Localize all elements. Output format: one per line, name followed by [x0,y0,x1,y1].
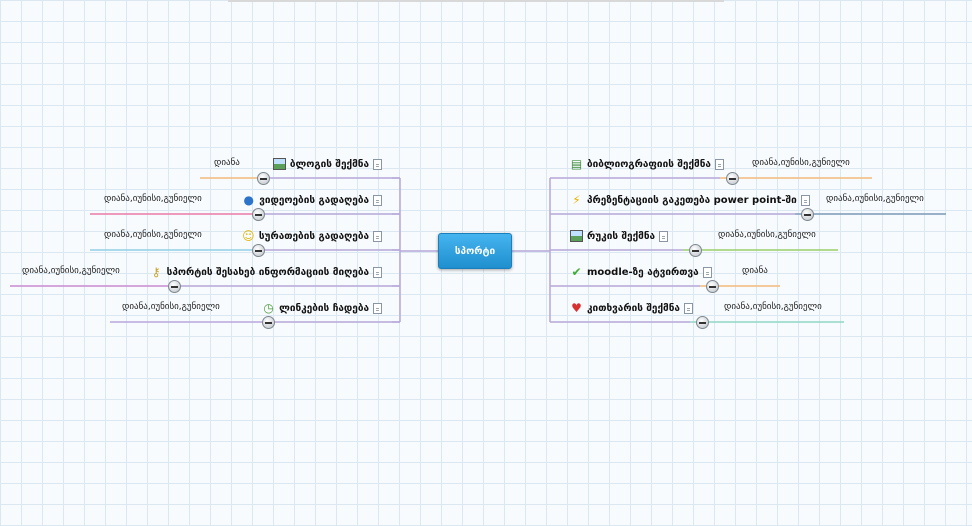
topic-label: ბიბლიოგრაფიის შექმნა [587,158,711,170]
subtopic-left-5[interactable]: დიანა,იუნისი,გუნიელი [122,302,220,312]
minus-icon [692,249,699,252]
book-icon: ▤ [570,157,583,171]
topic-right-3[interactable]: რუკის შექმნა [570,227,669,245]
subtopic-left-4[interactable]: დიანა,იუნისი,გუნიელი [22,266,120,276]
topic-label: კითხვარის შექმნა [587,302,680,314]
minus-icon [804,213,811,216]
collapse-toggle-right-4[interactable] [706,280,719,293]
alarm-clock-icon: ◷ [263,301,274,315]
note-icon[interactable] [373,158,382,170]
topic-label: სპორტის შესახებ ინფორმაციის მიღება [166,266,369,278]
minus-icon [255,213,262,216]
topic-label: პრეზენტაციის გაკეთება power point-ში [587,194,797,206]
key-icon: ⚷ [151,265,161,279]
collapse-toggle-left-5[interactable] [262,316,275,329]
minus-icon [260,177,267,180]
topic-label: რუკის შექმნა [587,230,656,242]
minus-icon [729,177,736,180]
subtopic-right-5[interactable]: დიანა,იუნისი,გუნიელი [724,302,822,312]
topic-left-2[interactable]: ● ვიდეოების გადაღება [242,191,382,209]
collapse-toggle-left-4[interactable] [168,280,181,293]
topic-label: moodle-ზე ატვირთვა [587,266,699,278]
collapse-toggle-right-5[interactable] [696,316,709,329]
top-bar [228,0,724,2]
note-icon[interactable] [373,230,382,242]
topic-left-5[interactable]: ◷ ლინკების ჩადება [262,299,382,317]
topic-label: ლინკების ჩადება [279,302,369,314]
topic-label: ბლოგის შექმნა [289,158,369,170]
note-icon[interactable] [800,194,810,206]
topic-right-4[interactable]: ✔ moodle-ზე ატვირთვა [570,263,712,281]
topic-right-1[interactable]: ▤ ბიბლიოგრაფიის შექმნა [570,155,724,173]
photo-thumbs-up-icon [570,230,583,242]
minus-icon [709,285,716,288]
note-icon[interactable] [659,230,669,242]
collapse-toggle-right-2[interactable] [801,208,814,221]
central-topic[interactable]: სპორტი [438,233,512,269]
topic-left-4[interactable]: ⚷ სპორტის შესახებ ინფორმაციის მიღება [150,263,382,281]
topic-label: სურათების გადაღება [258,230,369,242]
note-icon[interactable] [373,302,382,314]
collapse-toggle-left-3[interactable] [252,244,265,257]
speech-bubble-icon: ● [243,193,254,207]
subtopic-right-1[interactable]: დიანა,იუნისი,გუნიელი [752,158,850,168]
collapse-toggle-right-1[interactable] [726,172,739,185]
collapse-toggle-left-2[interactable] [252,208,265,221]
subtopic-left-3[interactable]: დიანა,იუნისი,გუნიელი [104,230,202,240]
note-icon[interactable] [683,302,693,314]
note-icon[interactable] [373,266,382,278]
minus-icon [699,321,706,324]
topic-left-1[interactable]: ბლოგის შექმნა [272,155,382,173]
smiley-icon: ☺ [242,229,255,243]
lightning-icon: ⚡ [572,193,581,207]
collapse-toggle-right-3[interactable] [689,244,702,257]
note-icon[interactable] [702,266,712,278]
topic-right-2[interactable]: ⚡ პრეზენტაციის გაკეთება power point-ში [570,191,810,209]
subtopic-left-1[interactable]: დიანა [214,158,240,168]
minus-icon [265,321,272,324]
collapse-toggle-left-1[interactable] [257,172,270,185]
minus-icon [255,249,262,252]
heart-icon: ♥ [571,301,582,315]
topic-left-3[interactable]: ☺სურათების გადაღება [242,227,382,245]
subtopic-right-3[interactable]: დიანა,იუნისი,გუნიელი [718,230,816,240]
subtopic-right-4[interactable]: დიანა [742,266,768,276]
topic-label: ვიდეოების გადაღება [259,194,369,206]
subtopic-right-2[interactable]: დიანა,იუნისი,გუნიელი [826,194,924,204]
checkmark-icon: ✔ [571,265,582,279]
minus-icon [171,285,178,288]
subtopic-left-2[interactable]: დიანა,იუნისი,გუნიელი [104,194,202,204]
photo-icon [272,158,286,170]
note-icon[interactable] [714,158,724,170]
topic-right-5[interactable]: ♥ კითხვარის შექმნა [570,299,693,317]
note-icon[interactable] [373,194,382,206]
